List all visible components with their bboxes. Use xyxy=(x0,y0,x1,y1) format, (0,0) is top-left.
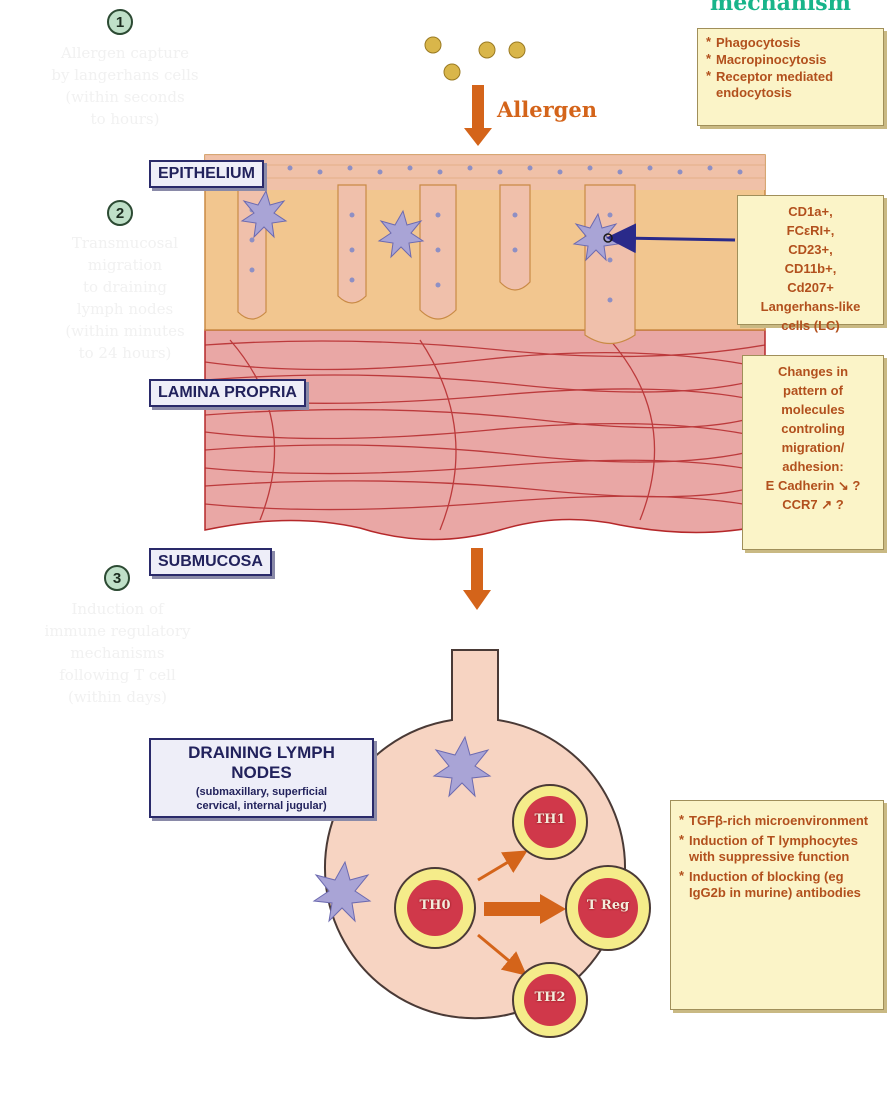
epithelium-label: EPITHELIUM xyxy=(149,160,264,188)
allergen-label: Allergen xyxy=(497,97,597,122)
lamina-propria-label: LAMINA PROPRIA xyxy=(149,379,306,407)
th0-label: TH0 xyxy=(405,898,465,913)
lamina-propria-tissue xyxy=(205,330,765,540)
tolerance-item: Induction of T lymphocytes with suppress… xyxy=(679,833,875,865)
step-1-badge: 1 xyxy=(107,9,133,35)
migration-arrow xyxy=(463,548,491,610)
header-title: mechanism xyxy=(710,0,851,16)
tolerance-item: Induction of blocking (eg IgG2b in murin… xyxy=(679,869,875,901)
migration-changes-box: Changes in pattern of molecules controli… xyxy=(742,355,884,550)
treg-label: T Reg xyxy=(576,898,640,913)
step-3-badge: 3 xyxy=(104,565,130,591)
mechanism-item: Receptor mediated endocytosis xyxy=(706,69,875,101)
submucosa-label: SUBMUCOSA xyxy=(149,548,272,576)
epithelium-tissue xyxy=(205,155,765,344)
mechanism-item: Macropinocytosis xyxy=(706,52,875,68)
tolerance-item: TGFβ-rich microenvironment xyxy=(679,813,875,829)
th2-label: TH2 xyxy=(521,990,579,1005)
th1-label: TH1 xyxy=(521,812,579,827)
step-2-badge: 2 xyxy=(107,200,133,226)
allergen-particles xyxy=(425,37,525,80)
uptake-mechanisms-box: Phagocytosis Macropinocytosis Receptor m… xyxy=(697,28,884,126)
allergen-arrow xyxy=(464,85,492,146)
tolerance-mechanisms-box: TGFβ-rich microenvironment Induction of … xyxy=(670,800,884,1010)
lc-markers-box: CD1a+, FCεRI+, CD23+, CD11b+, Cd207+ Lan… xyxy=(737,195,884,325)
mechanism-item: Phagocytosis xyxy=(706,35,875,51)
lymph-nodes-label: DRAINING LYMPH NODES (submaxillary, supe… xyxy=(149,738,374,818)
